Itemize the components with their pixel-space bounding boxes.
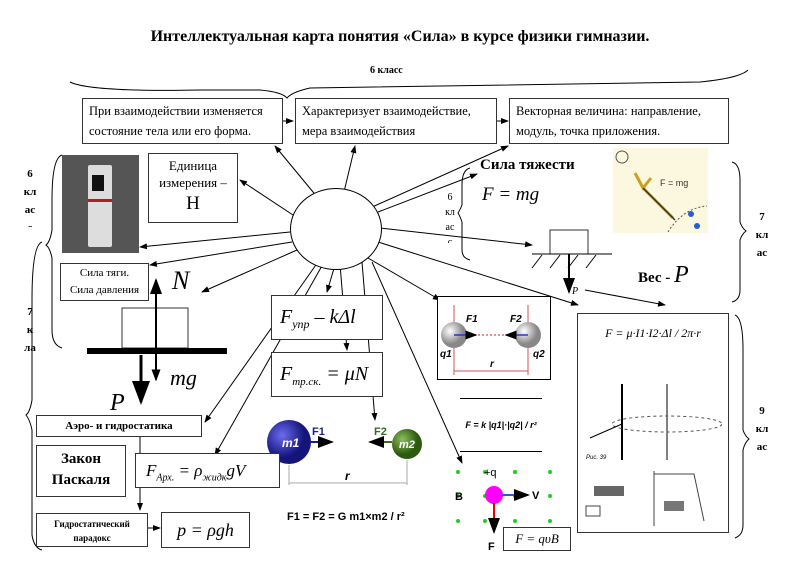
brace-right-9 bbox=[734, 314, 750, 539]
ampere-apparatus-image bbox=[585, 471, 705, 526]
f1-label: F1 bbox=[312, 426, 325, 438]
gravity-image-label: F = mg bbox=[660, 178, 688, 188]
grade-top-label: 6 класс bbox=[370, 65, 403, 76]
ampere-figure: Рис. 39 bbox=[586, 384, 722, 461]
weight-symbol: P bbox=[674, 262, 689, 288]
ampere-formula: F = μ·I1·I2·Δl / 2π·r bbox=[605, 326, 701, 340]
pressure-formula: p = ρgh bbox=[161, 512, 250, 548]
concept-text: Векторная величина: направление, модуль,… bbox=[516, 104, 701, 138]
brace-left-6 bbox=[45, 154, 63, 349]
charge-label: +q bbox=[484, 467, 497, 479]
gravity-title: Сила тяжести bbox=[480, 157, 575, 173]
concept-box-change: При взаимодействии изменяется состояние … bbox=[82, 98, 283, 144]
brace-left-7 bbox=[25, 241, 43, 551]
r-label: r bbox=[345, 469, 351, 483]
coulomb-f2: F2 bbox=[510, 314, 522, 325]
newton-unit: Н bbox=[186, 193, 200, 214]
normal-force-label: N bbox=[172, 266, 190, 295]
dynamometer-image bbox=[62, 155, 139, 253]
friction-force-box: Fтр.ск. = μN bbox=[271, 352, 383, 397]
m2-label: m2 bbox=[399, 439, 415, 451]
aero-hydrostatics-box: Аэро- и гидростатика bbox=[36, 415, 202, 437]
block-right bbox=[549, 229, 589, 255]
coulomb-q2: q2 bbox=[533, 349, 545, 360]
gravity-illustration: F = mg bbox=[613, 148, 708, 233]
v-label: V bbox=[532, 490, 540, 502]
unit-box: Единица измерения – Н bbox=[148, 153, 238, 223]
elastic-force-box: Fупр – kΔl bbox=[271, 295, 383, 340]
ampere-box: F = μ·I1·I2·Δl / 2π·r Рис. 39 bbox=[577, 313, 729, 533]
m1-label: m1 bbox=[282, 436, 300, 450]
brace-top bbox=[69, 69, 749, 99]
weight-label: Вес - P bbox=[638, 262, 689, 288]
coulomb-formula: F = k |q1|·|q2| / r² bbox=[460, 398, 542, 452]
gravity-formula: F = mg bbox=[482, 184, 540, 205]
coulomb-q1: q1 bbox=[440, 349, 452, 360]
mg-label: mg bbox=[170, 365, 197, 390]
lorentz-formula: F = qυB bbox=[503, 527, 571, 551]
concept-box-measure: Характеризует взаимодействие, мера взаим… bbox=[295, 98, 497, 144]
f2-label: F2 bbox=[374, 426, 387, 438]
coulomb-f1: F1 bbox=[466, 314, 478, 325]
gravitation-formula: F1 = F2 = G m1×m2 / r² bbox=[287, 511, 405, 523]
force-concept-circle bbox=[290, 188, 382, 270]
brace-mid-6 bbox=[457, 167, 471, 261]
concept-text: При взаимодействии изменяется состояние … bbox=[89, 104, 263, 138]
page-title: Интеллектуальная карта понятия «Сила» в … bbox=[150, 28, 650, 45]
archimedes-formula: FАрх. = ρжидкgV bbox=[135, 453, 280, 488]
weight-arrow-label: P bbox=[572, 286, 579, 297]
concept-text: Характеризует взаимодействие, мера взаим… bbox=[302, 104, 471, 138]
f-label: F bbox=[488, 541, 495, 553]
mass-2 bbox=[392, 429, 422, 459]
coulomb-r: r bbox=[490, 359, 495, 370]
brace-right-7 bbox=[731, 161, 747, 303]
fig-label: Рис. 39 bbox=[586, 455, 607, 461]
gravitation-diagram: m1 m2 F1 F2 r F1 = F2 = G m1×m2 / r² bbox=[267, 420, 422, 523]
b-label: B bbox=[455, 491, 463, 503]
coulomb-diagram: F1 F2 q1 q2 r bbox=[437, 296, 551, 380]
p-label: P bbox=[110, 390, 125, 416]
lorentz-diagram: +q B V F bbox=[455, 467, 552, 553]
charge-particle bbox=[485, 486, 503, 504]
traction-box: Сила тяги.Сила давления bbox=[60, 263, 149, 301]
concept-box-vector: Векторная величина: направление, модуль,… bbox=[509, 98, 729, 144]
